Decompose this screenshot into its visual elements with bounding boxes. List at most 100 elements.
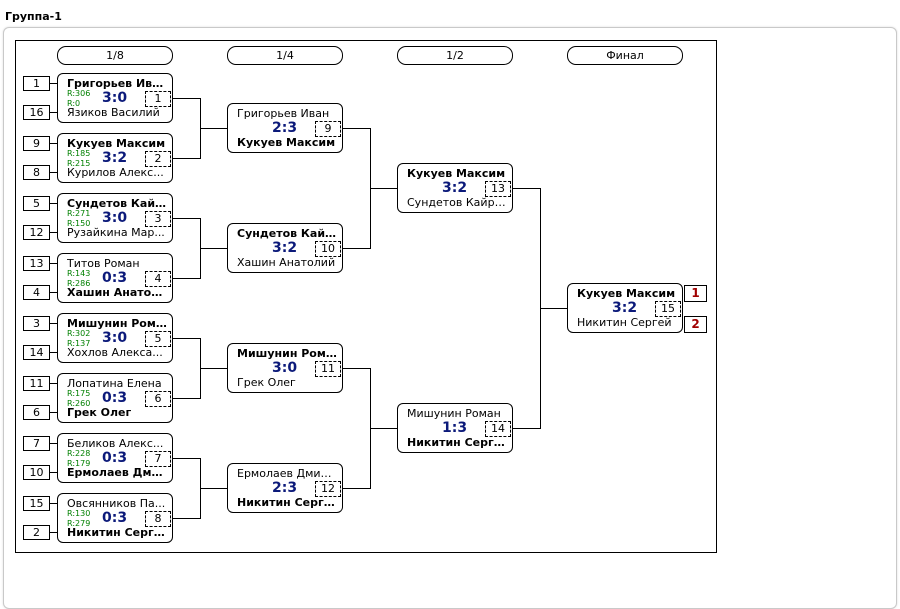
player-2-rating: R:279: [67, 519, 91, 528]
seed-box: 13: [23, 256, 50, 271]
match-number: 5: [145, 331, 171, 347]
match-number: 8: [145, 511, 171, 527]
connector: [172, 158, 200, 159]
player-1-name: Ермолаев Дмит...: [237, 467, 337, 480]
player-1-rating: R:306: [67, 89, 91, 98]
connector: [342, 248, 370, 249]
match-number: 1: [145, 91, 171, 107]
match-score: 0:3: [102, 270, 128, 286]
seed-box: 14: [23, 345, 50, 360]
seed-box: 3: [23, 316, 50, 331]
match-number: 13: [485, 181, 511, 197]
connector: [342, 488, 370, 489]
connector: [369, 188, 397, 189]
connector: [49, 112, 57, 113]
match-score: 3:2: [442, 180, 468, 196]
round-header-3: 1/2: [397, 46, 513, 65]
seed-box: 9: [23, 136, 50, 151]
match-score: 0:3: [102, 390, 128, 406]
connector: [49, 383, 57, 384]
match-number: 11: [315, 361, 341, 377]
group-title: Группа-1: [5, 10, 62, 23]
connector: [342, 368, 370, 369]
player-1-name: Кукуев Максим: [407, 167, 506, 180]
round-header-2: 1/4: [227, 46, 343, 65]
player-1-name: Сундетов Кайрат: [237, 227, 337, 240]
player-2-name: Хашин Анатолий: [237, 256, 336, 269]
connector: [49, 443, 57, 444]
connector: [199, 368, 227, 369]
player-2-name: Кукуев Максим: [237, 136, 336, 149]
match-score: 3:0: [102, 90, 128, 106]
connector: [172, 338, 200, 339]
match-number: 10: [315, 241, 341, 257]
player-1-rating: R:175: [67, 389, 91, 398]
connector: [49, 532, 57, 533]
connector: [49, 412, 57, 413]
connector: [172, 278, 200, 279]
connector: [49, 172, 57, 173]
connector: [49, 292, 57, 293]
player-2-rating: R:0: [67, 99, 81, 108]
match-score: 3:2: [612, 300, 638, 316]
player-2-rating: R:260: [67, 399, 91, 408]
player-2-rating: R:150: [67, 219, 91, 228]
connector: [539, 308, 567, 309]
seed-box: 8: [23, 165, 50, 180]
connector: [369, 428, 397, 429]
seed-box: 11: [23, 376, 50, 391]
seed-box: 6: [23, 405, 50, 420]
match-score: 0:3: [102, 450, 128, 466]
seed-box: 5: [23, 196, 50, 211]
connector: [172, 218, 200, 219]
connector: [172, 458, 200, 459]
player-1-rating: R:228: [67, 449, 91, 458]
player-1-name: Мишунин Роман: [407, 407, 501, 420]
seed-box: 15: [23, 496, 50, 511]
player-2-name: Язиков Василий: [67, 106, 160, 119]
connector: [172, 518, 200, 519]
match-score: 3:2: [272, 240, 298, 256]
match-number: 15: [655, 301, 681, 317]
seed-box: 1: [23, 76, 50, 91]
player-1-rating: R:185: [67, 149, 91, 158]
match-number: 6: [145, 391, 171, 407]
player-2-rating: R:179: [67, 459, 91, 468]
place-badge-2: 2: [684, 316, 707, 333]
match-score: 3:0: [102, 210, 128, 226]
connector: [49, 263, 57, 264]
seed-box: 16: [23, 105, 50, 120]
connector: [49, 232, 57, 233]
connector: [49, 203, 57, 204]
player-2-name: Никитин Сергей: [407, 436, 507, 449]
seed-box: 10: [23, 465, 50, 480]
connector: [49, 323, 57, 324]
match-number: 7: [145, 451, 171, 467]
seed-box: 12: [23, 225, 50, 240]
player-1-name: Григорьев Иван: [237, 107, 330, 120]
player-2-rating: R:286: [67, 279, 91, 288]
match-number: 3: [145, 211, 171, 227]
seed-box: 2: [23, 525, 50, 540]
seed-box: 4: [23, 285, 50, 300]
match-score: 3:0: [102, 330, 128, 346]
match-score: 1:3: [442, 420, 468, 436]
match-number: 9: [315, 121, 341, 137]
place-badge-1: 1: [684, 285, 707, 302]
player-1-name: Кукуев Максим: [577, 287, 676, 300]
